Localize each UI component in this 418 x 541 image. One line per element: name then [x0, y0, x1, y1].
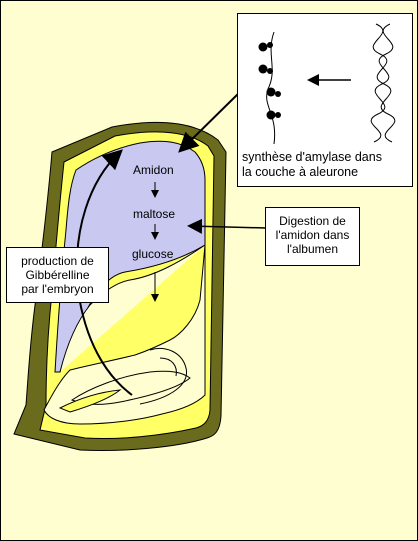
ribosome-icons — [258, 42, 281, 120]
amidon-label: Amidon — [133, 163, 174, 177]
dna-helix-icon — [370, 23, 396, 143]
gibberellin-label-line2: Gibbérelline — [25, 268, 90, 282]
arrow-panel-to-aleurone — [178, 89, 243, 153]
glucose-label: glucose — [132, 247, 174, 261]
amylase-panel: synthèse d'amylase dans la couche à aleu… — [237, 13, 413, 187]
embryo-radicle — [58, 389, 122, 413]
gibberellin-box: production de Gibbérelline par l'embryon — [6, 247, 109, 303]
digestion-label-line2: l'amidon dans — [275, 228, 350, 242]
amylase-label-line2: la couche à aleurone — [242, 165, 359, 179]
digestion-label-line3: l'albumen — [287, 242, 338, 256]
digestion-label-line1: Digestion de — [279, 214, 346, 228]
digestion-box: Digestion de l'amidon dans l'albumen — [265, 207, 360, 266]
embryo-inner-curve — [139, 347, 187, 405]
amylase-label-line1: synthèse d'amylase dans — [242, 150, 382, 164]
gibberellin-label-line1: production de — [21, 254, 94, 268]
gibberellin-label-line3: par l'embryon — [21, 282, 94, 296]
dna-mrna-illustration — [258, 23, 396, 145]
maltose-label: maltose — [133, 207, 176, 221]
arrow-digestion-to-albumen — [187, 218, 267, 234]
embryo-inner-curve-2 — [159, 357, 177, 377]
